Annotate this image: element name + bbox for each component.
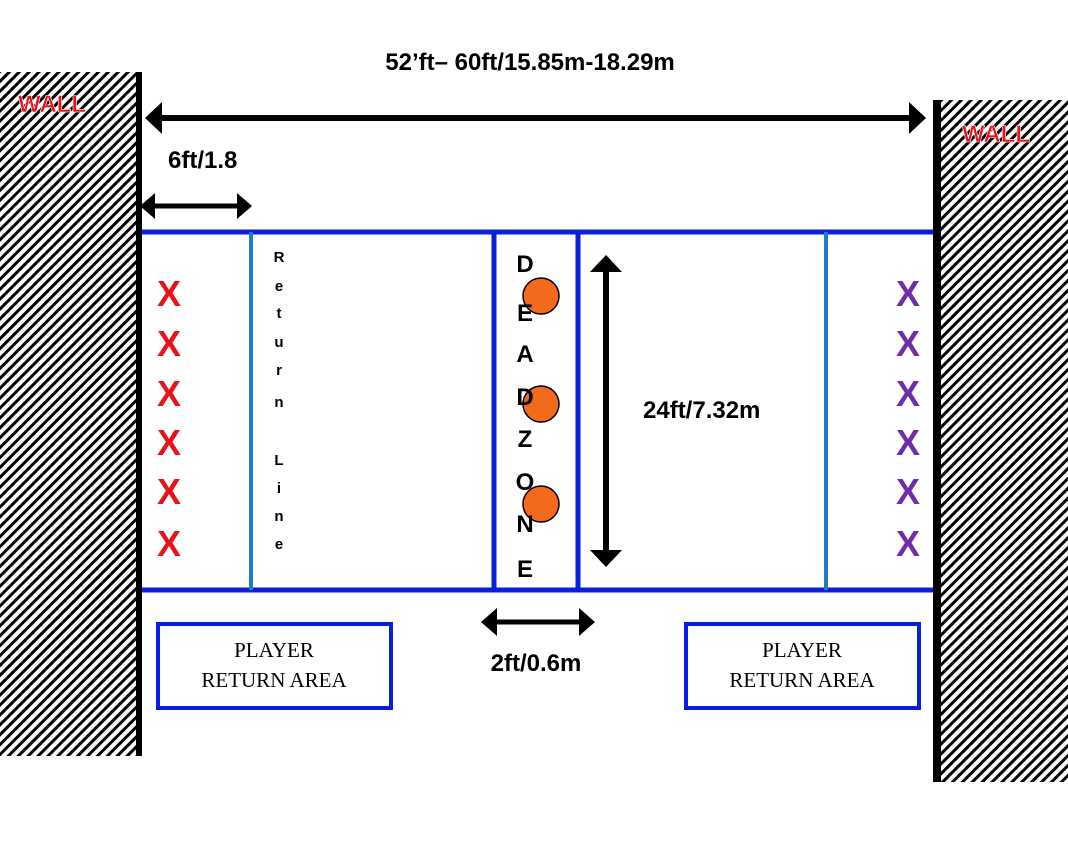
left-player-marker: X — [157, 523, 181, 564]
right-player-marker: X — [896, 323, 920, 364]
return-line-letter: u — [274, 334, 283, 351]
court-width-label: 24ft/7.32m — [643, 397, 760, 424]
ball-2 — [522, 385, 560, 423]
total-length-label: 52’ft– 60ft/15.85m-18.29m — [385, 49, 675, 76]
dead-zone-width-label: 2ft/0.6m — [491, 650, 582, 677]
return-line-letter: i — [277, 480, 281, 497]
right-player-marker: X — [896, 523, 920, 564]
right-player-marker: X — [896, 471, 920, 512]
right-return-area-line1: PLAYER — [762, 638, 842, 662]
return-line-letter: L — [274, 452, 283, 469]
left-return-area-line2: RETURN AREA — [201, 668, 347, 692]
dead-zone-letter: A — [516, 341, 533, 368]
return-line-letter: r — [276, 362, 282, 379]
court-width-arrow — [590, 255, 622, 567]
left-wall: WALL — [0, 72, 142, 756]
return-line-letter: e — [275, 278, 283, 295]
right-player-marker: X — [896, 422, 920, 463]
return-line-letter: t — [277, 305, 282, 322]
right-player-return-area: PLAYER RETURN AREA — [684, 622, 921, 710]
return-line-letter: n — [274, 508, 283, 525]
right-player-marker: X — [896, 373, 920, 414]
return-line-label: R e t u r n L i n e — [274, 249, 285, 553]
dead-zone-letter: D — [516, 384, 533, 411]
ball-1 — [522, 277, 560, 315]
left-team: X X X X X X — [157, 273, 181, 564]
dead-zone-letter: D — [516, 251, 533, 278]
return-line-letter: R — [274, 249, 285, 266]
left-wall-label: WALL — [18, 91, 86, 118]
return-offset-label: 6ft/1.8 — [168, 147, 237, 174]
dead-zone-letter: O — [516, 469, 535, 496]
left-player-marker: X — [157, 373, 181, 414]
dead-zone-letter: Z — [518, 426, 533, 453]
right-wall: WALL — [933, 100, 1068, 782]
return-line-letter: n — [274, 394, 283, 411]
dead-zone-letter: E — [517, 300, 533, 327]
left-player-marker: X — [157, 273, 181, 314]
left-player-marker: X — [157, 323, 181, 364]
dead-zone-width-arrow — [481, 608, 595, 636]
left-player-return-area: PLAYER RETURN AREA — [156, 622, 393, 710]
left-return-area-line1: PLAYER — [234, 638, 314, 662]
right-return-area-line2: RETURN AREA — [729, 668, 875, 692]
ball-3 — [522, 485, 560, 523]
return-offset-arrow — [140, 193, 252, 219]
dead-zone-letter: E — [517, 556, 533, 583]
return-line-letter: e — [275, 536, 283, 553]
right-team: X X X X X X — [896, 273, 920, 564]
dead-zone-letter: N — [516, 511, 533, 538]
left-player-marker: X — [157, 422, 181, 463]
right-wall-label: WALL — [962, 121, 1030, 148]
court-lines — [142, 229, 933, 593]
dead-zone-label: D E A D Z O N E — [516, 251, 535, 583]
balls — [522, 277, 560, 523]
left-player-marker: X — [157, 471, 181, 512]
total-length-arrow — [145, 102, 926, 134]
right-player-marker: X — [896, 273, 920, 314]
